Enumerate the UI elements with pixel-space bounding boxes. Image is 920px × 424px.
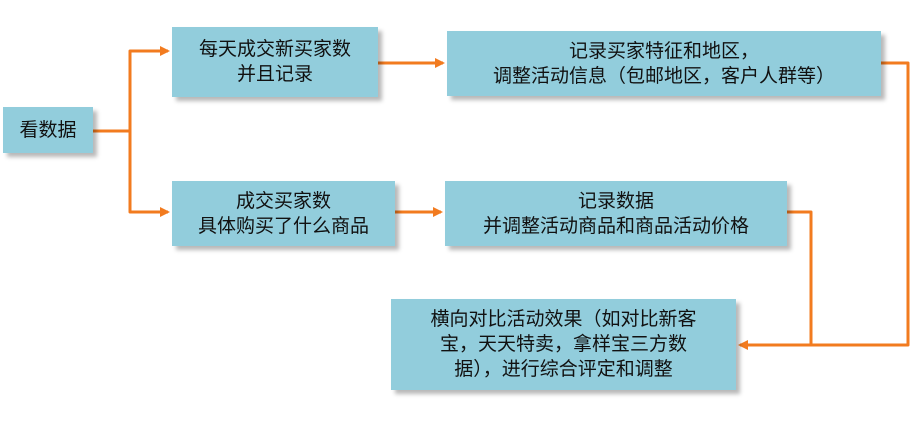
node-compare-line-3: 据），进行综合评定和调整 [454,358,673,380]
node-record-data-line-1: 记录数据 [577,189,654,212]
node-root-line-1: 看数据 [19,118,77,141]
node-buyer-products-line-1: 成交买家数 [235,189,331,212]
node-record-traits-line-1: 记录买家特征和地区， [568,39,759,62]
node-compare: 横向对比活动效果（如对比新客 宝，天天特卖，拿样宝三方数 据），进行综合评定和调… [391,299,736,390]
node-compare-line-2: 宝，天天特卖，拿样宝三方数 [439,333,687,355]
edge-root-to-daily-buyers [93,46,170,133]
edge-record-traits-to-compare [738,61,910,350]
node-daily-buyers-line-2: 并且记录 [236,63,313,85]
node-daily-buyers: 每天成交新买家数 并且记录 [172,27,378,97]
node-record-traits-line-2: 调整活动信息（包邮地区，客户人群等） [492,64,835,87]
node-record-traits: 记录买家特征和地区， 调整活动信息（包邮地区，客户人群等） [447,31,881,96]
edge-root-to-buyer-products [128,131,170,217]
node-root: 看数据 [3,107,93,153]
node-buyer-products: 成交买家数 具体购买了什么商品 [172,181,395,246]
edge-record-data-to-compare [787,210,813,345]
node-record-data: 记录数据 并调整活动商品和商品活动价格 [445,181,787,246]
node-daily-buyers-line-1: 每天成交新买家数 [198,38,351,60]
node-record-data-line-2: 并调整活动商品和商品活动价格 [482,214,749,237]
node-compare-line-1: 横向对比活动效果（如对比新客 [430,308,697,330]
node-buyer-products-line-2: 具体购买了什么商品 [197,214,369,237]
